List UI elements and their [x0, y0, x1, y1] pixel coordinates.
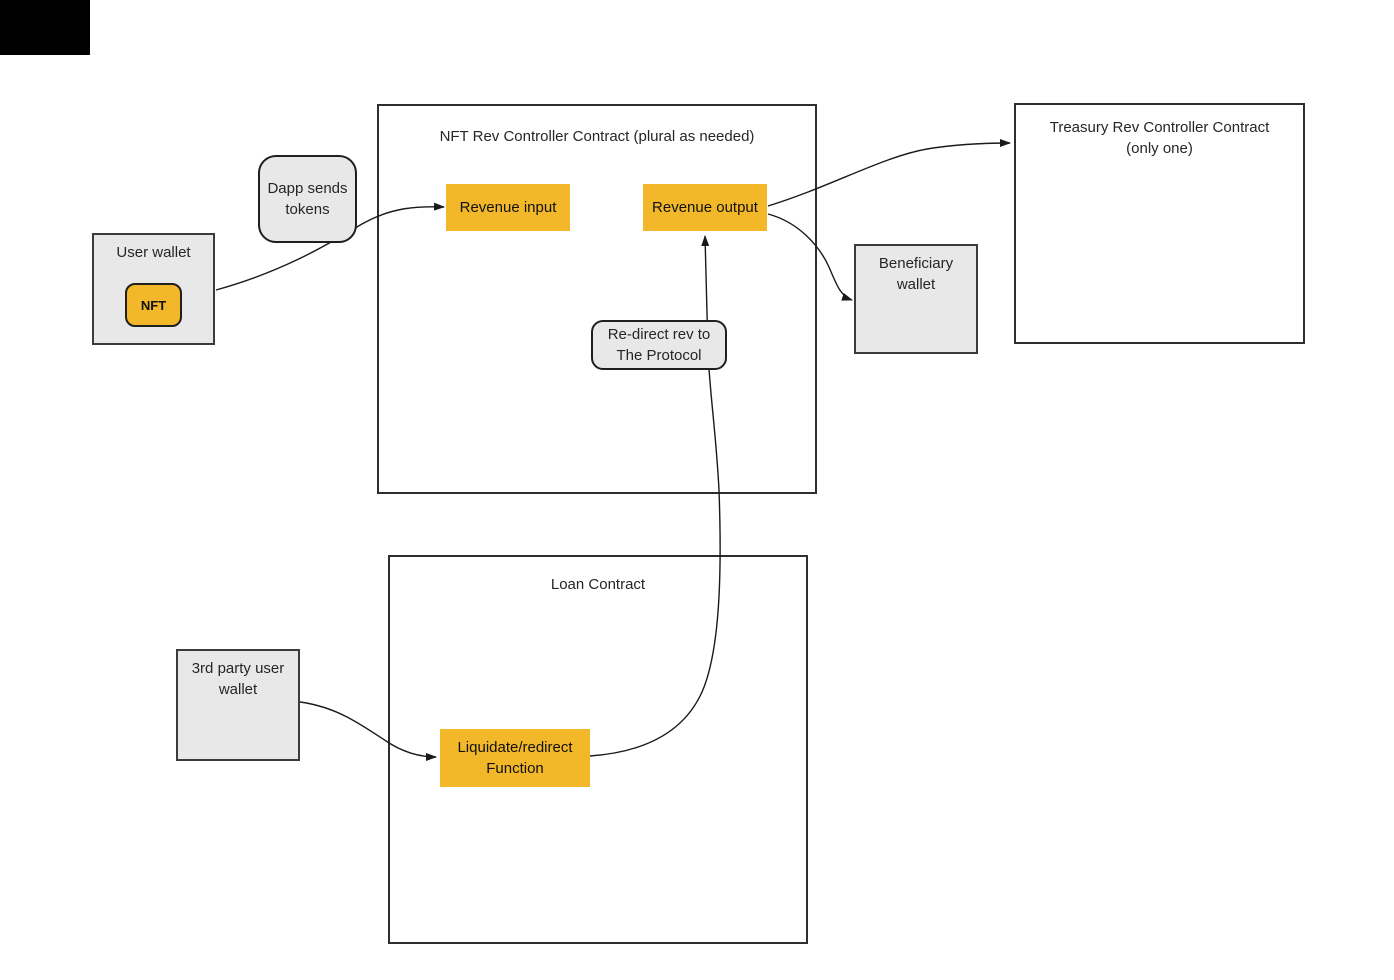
- dapp-sends-tokens-label: Dapp sends tokens: [267, 180, 348, 218]
- nft-rev-controller-contract-box: NFT Rev Controller Contract (plural as n…: [377, 104, 817, 494]
- redaction-block: [0, 0, 90, 55]
- revenue-output-label: Revenue output: [652, 199, 758, 216]
- redirect-rev-to-protocol-bubble: Re-direct rev to The Protocol: [591, 320, 727, 370]
- nft-rev-controller-contract-title: NFT Rev Controller Contract (plural as n…: [439, 128, 755, 145]
- nft-token-badge: NFT: [125, 283, 182, 327]
- revenue-input-node: Revenue input: [446, 184, 570, 231]
- revenue-output-node: Revenue output: [643, 184, 767, 231]
- loan-contract-title: Loan Contract: [550, 576, 646, 593]
- liquidate-redirect-function-label: Liquidate/redirect Function: [457, 739, 573, 777]
- redirect-rev-to-protocol-label: Re-direct rev to The Protocol: [607, 326, 711, 364]
- treasury-rev-controller-contract-box: Treasury Rev Controller Contract (only o…: [1014, 103, 1305, 344]
- dapp-sends-tokens-bubble: Dapp sends tokens: [258, 155, 357, 243]
- beneficiary-wallet-node: Beneficiary wallet: [854, 244, 978, 354]
- liquidate-redirect-function-node: Liquidate/redirect Function: [440, 729, 590, 787]
- third-party-user-wallet-label: 3rd party user wallet: [191, 660, 285, 698]
- treasury-rev-controller-contract-title: Treasury Rev Controller Contract (only o…: [1049, 119, 1270, 157]
- user-wallet-label: User wallet: [116, 244, 191, 261]
- beneficiary-wallet-label: Beneficiary wallet: [878, 255, 954, 293]
- nft-token-label: NFT: [140, 297, 167, 313]
- revenue-input-label: Revenue input: [459, 199, 557, 216]
- third-party-user-wallet-node: 3rd party user wallet: [176, 649, 300, 761]
